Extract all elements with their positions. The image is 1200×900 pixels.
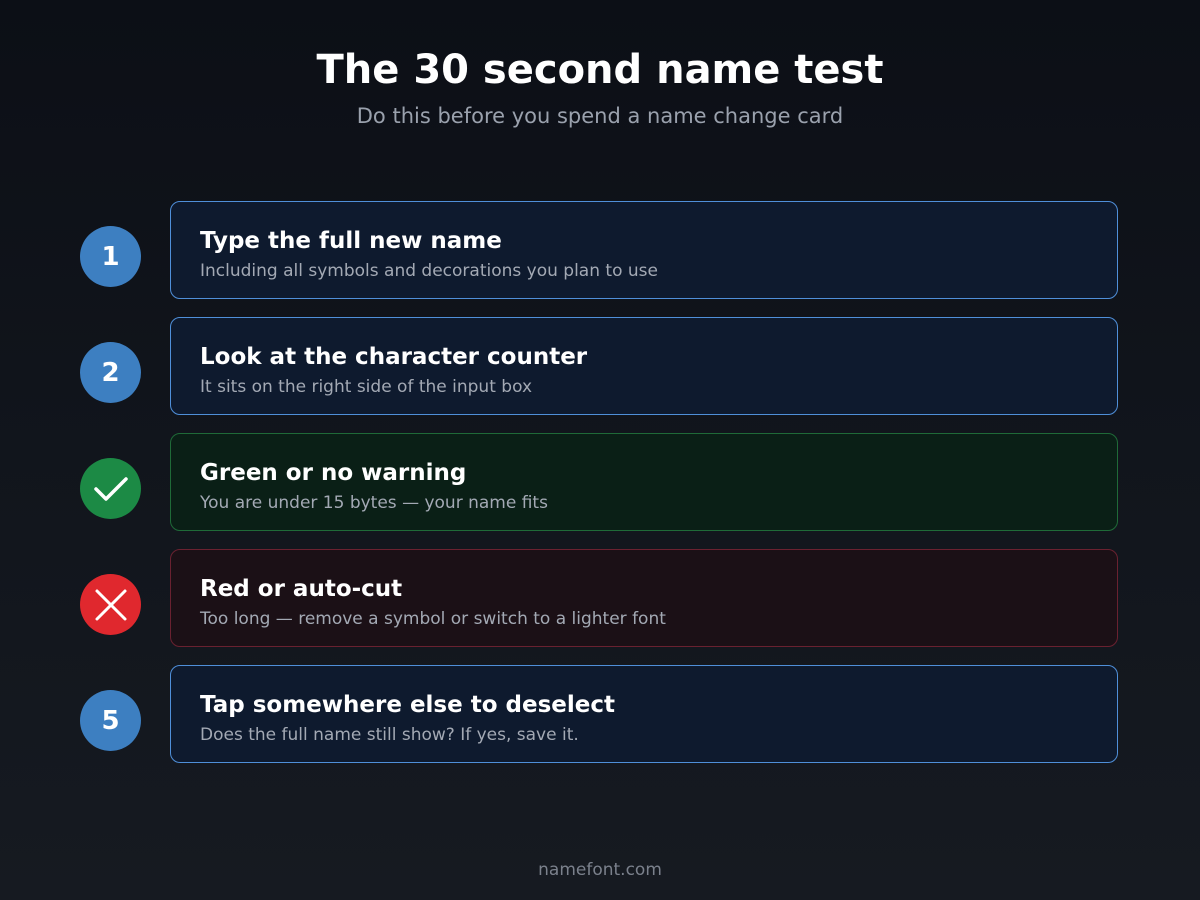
step-card: Green or no warning You are under 15 byt… [170,433,1118,531]
step-card: Type the full new name Including all sym… [170,201,1118,299]
step-card: Red or auto-cut Too long — remove a symb… [170,549,1118,647]
step-card: Look at the character counter It sits on… [170,317,1118,415]
step-number-badge: 1 [80,226,141,287]
step-title: Green or no warning [200,460,467,486]
step-2: 2 Look at the character counter It sits … [0,317,1200,417]
step-1: 1 Type the full new name Including all s… [0,201,1200,301]
step-description: It sits on the right side of the input b… [200,377,533,397]
step-3: Green or no warning You are under 15 byt… [0,433,1200,533]
step-title: Look at the character counter [200,344,588,370]
step-number-badge: 2 [80,342,141,403]
cross-icon-glyph [95,589,126,620]
step-description: Too long — remove a symbol or switch to … [200,609,666,629]
step-5: 5 Tap somewhere else to deselect Does th… [0,665,1200,765]
step-description: You are under 15 bytes — your name fits [200,493,548,513]
cross-icon [80,574,141,635]
step-4: Red or auto-cut Too long — remove a symb… [0,549,1200,649]
page-subtitle: Do this before you spend a name change c… [356,104,844,128]
step-title: Red or auto-cut [200,576,403,602]
footer-site: namefont.com [538,860,662,880]
step-card: Tap somewhere else to deselect Does the … [170,665,1118,763]
step-title: Tap somewhere else to deselect [200,692,615,718]
step-description: Including all symbols and decorations yo… [200,261,658,281]
checkmark-icon [80,458,141,519]
step-number-badge: 5 [80,690,141,751]
step-title: Type the full new name [200,228,502,254]
checkmark-icon-glyph [93,476,128,501]
page-title: The 30 second name test [316,47,884,93]
step-description: Does the full name still show? If yes, s… [200,725,579,745]
